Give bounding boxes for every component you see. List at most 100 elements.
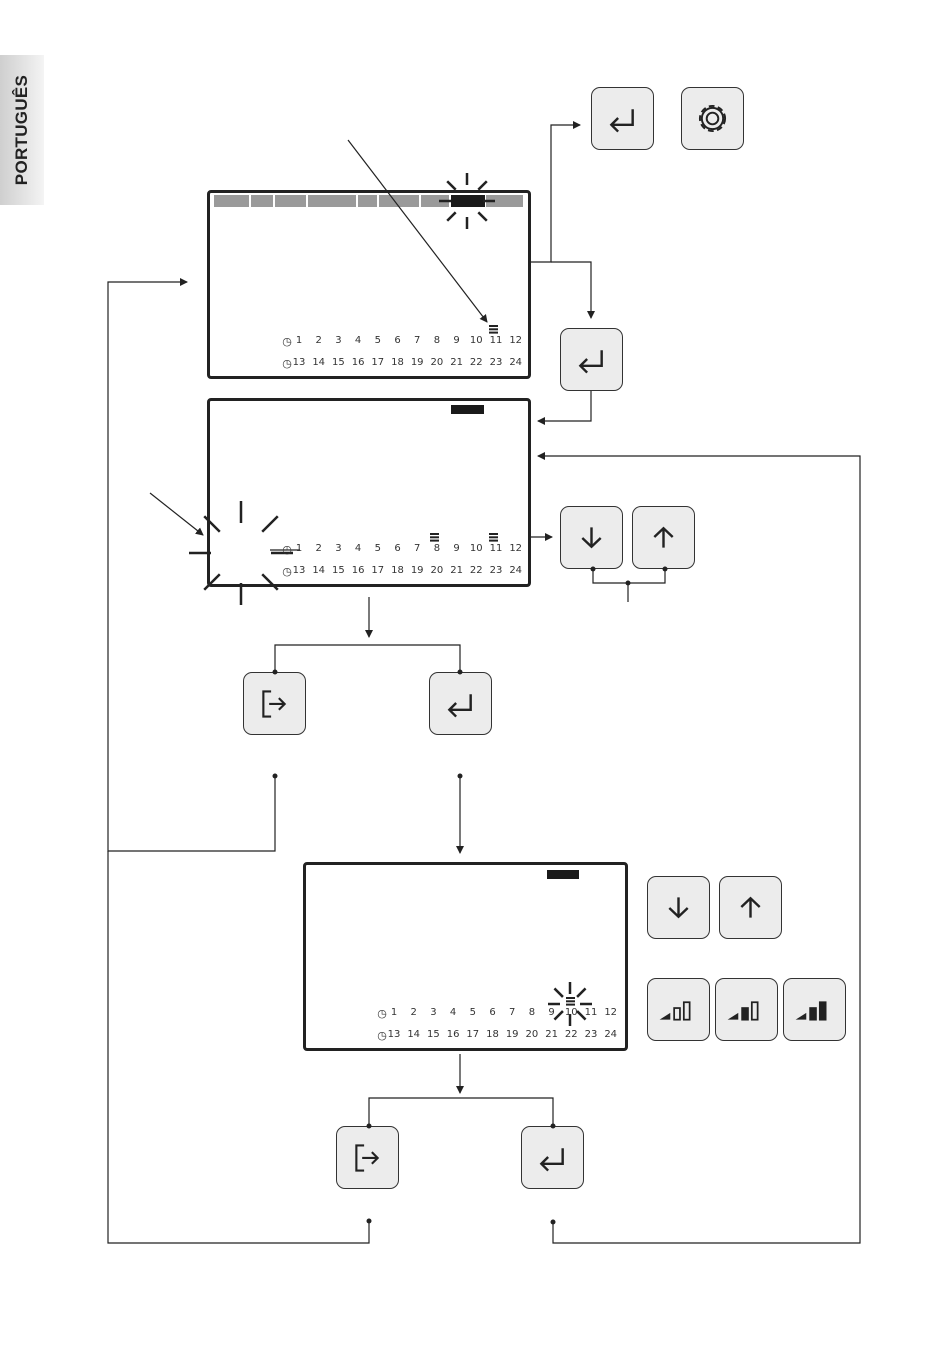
program-marker <box>566 997 575 1006</box>
hour-label: 19 <box>502 1029 522 1040</box>
hour-label: 14 <box>309 565 329 576</box>
hour-label: 5 <box>368 543 388 554</box>
hour-label: 1 <box>289 543 309 554</box>
hour-label: 6 <box>388 335 408 346</box>
hour-label: 10 <box>561 1007 581 1018</box>
connector-line <box>538 391 591 421</box>
program-marker <box>430 533 439 542</box>
hour-label: 6 <box>483 1007 503 1018</box>
hour-label: 19 <box>407 565 427 576</box>
hour-label: 21 <box>542 1029 562 1040</box>
hour-label: 5 <box>368 335 388 346</box>
hour-label: 23 <box>486 565 506 576</box>
connector-dot <box>591 567 596 572</box>
hour-label: 24 <box>506 565 526 576</box>
hour-label: 20 <box>427 357 447 368</box>
hour-label: 4 <box>443 1007 463 1018</box>
connector-dot <box>367 1124 372 1129</box>
program-marker <box>489 533 498 542</box>
hour-label: 2 <box>404 1007 424 1018</box>
hour-label: 2 <box>309 335 329 346</box>
hour-label: 11 <box>486 543 506 554</box>
hour-label: 18 <box>483 1029 503 1040</box>
hour-label: 5 <box>463 1007 483 1018</box>
connector-dot <box>551 1220 556 1225</box>
status-bar-segment <box>251 195 273 207</box>
hour-label: 17 <box>368 357 388 368</box>
hour-label: 22 <box>561 1029 581 1040</box>
hour-label: 1 <box>384 1007 404 1018</box>
hour-label: 18 <box>388 357 408 368</box>
status-bar-segment <box>379 195 419 207</box>
hour-label: 21 <box>447 357 467 368</box>
hour-label: 4 <box>348 335 368 346</box>
hour-label: 13 <box>384 1029 404 1040</box>
connector-line <box>531 125 580 262</box>
connector-dot <box>626 581 631 586</box>
connector-line <box>108 282 275 851</box>
hour-label: 12 <box>506 335 526 346</box>
hour-label: 12 <box>601 1007 621 1018</box>
hour-label: 24 <box>506 357 526 368</box>
connector-line <box>275 645 460 672</box>
hour-label: 6 <box>388 543 408 554</box>
program-marker <box>489 325 498 334</box>
pointer-arrow <box>150 493 203 535</box>
hour-label: 23 <box>486 357 506 368</box>
connector-dot <box>367 1219 372 1224</box>
hour-label: 1 <box>289 335 309 346</box>
hour-label: 16 <box>443 1029 463 1040</box>
status-bar-segment <box>214 195 249 207</box>
hour-label: 9 <box>447 543 467 554</box>
hour-label: 23 <box>581 1029 601 1040</box>
hour-label: 15 <box>328 357 348 368</box>
active-segment <box>451 195 485 207</box>
hour-label: 14 <box>404 1029 424 1040</box>
hour-label: 3 <box>423 1007 443 1018</box>
hour-label: 15 <box>328 565 348 576</box>
hour-label: 20 <box>427 565 447 576</box>
active-segment <box>547 870 579 879</box>
connector-line <box>551 262 591 318</box>
hour-label: 7 <box>407 543 427 554</box>
status-bar-segment <box>275 195 306 207</box>
hour-label: 19 <box>407 357 427 368</box>
hour-label: 10 <box>466 335 486 346</box>
hour-label: 16 <box>348 357 368 368</box>
hour-label: 20 <box>522 1029 542 1040</box>
status-bar-segment <box>358 195 377 207</box>
pointer-arrow <box>348 140 487 322</box>
hour-label: 9 <box>447 335 467 346</box>
connector-dot <box>458 774 463 779</box>
connector-line <box>369 1098 553 1126</box>
connector-dot <box>273 670 278 675</box>
hour-label: 22 <box>466 357 486 368</box>
hour-label: 18 <box>388 565 408 576</box>
hour-label: 17 <box>368 565 388 576</box>
connector-dot <box>551 1124 556 1129</box>
hour-label: 14 <box>309 357 329 368</box>
hour-label: 11 <box>486 335 506 346</box>
hour-label: 16 <box>348 565 368 576</box>
hour-label: 17 <box>463 1029 483 1040</box>
hour-label: 4 <box>348 543 368 554</box>
active-segment <box>451 405 484 414</box>
connector-line <box>538 456 860 1243</box>
hour-label: 24 <box>601 1029 621 1040</box>
hour-label: 8 <box>427 335 447 346</box>
hour-label: 11 <box>581 1007 601 1018</box>
hour-label: 21 <box>447 565 467 576</box>
connector-line <box>108 851 369 1243</box>
hour-label: 15 <box>423 1029 443 1040</box>
hour-label: 8 <box>427 543 447 554</box>
hour-label: 7 <box>407 335 427 346</box>
hour-label: 13 <box>289 357 309 368</box>
hour-label: 10 <box>466 543 486 554</box>
hour-label: 12 <box>506 543 526 554</box>
hour-label: 3 <box>328 543 348 554</box>
hour-label: 9 <box>542 1007 562 1018</box>
hour-label: 2 <box>309 543 329 554</box>
hour-label: 8 <box>522 1007 542 1018</box>
